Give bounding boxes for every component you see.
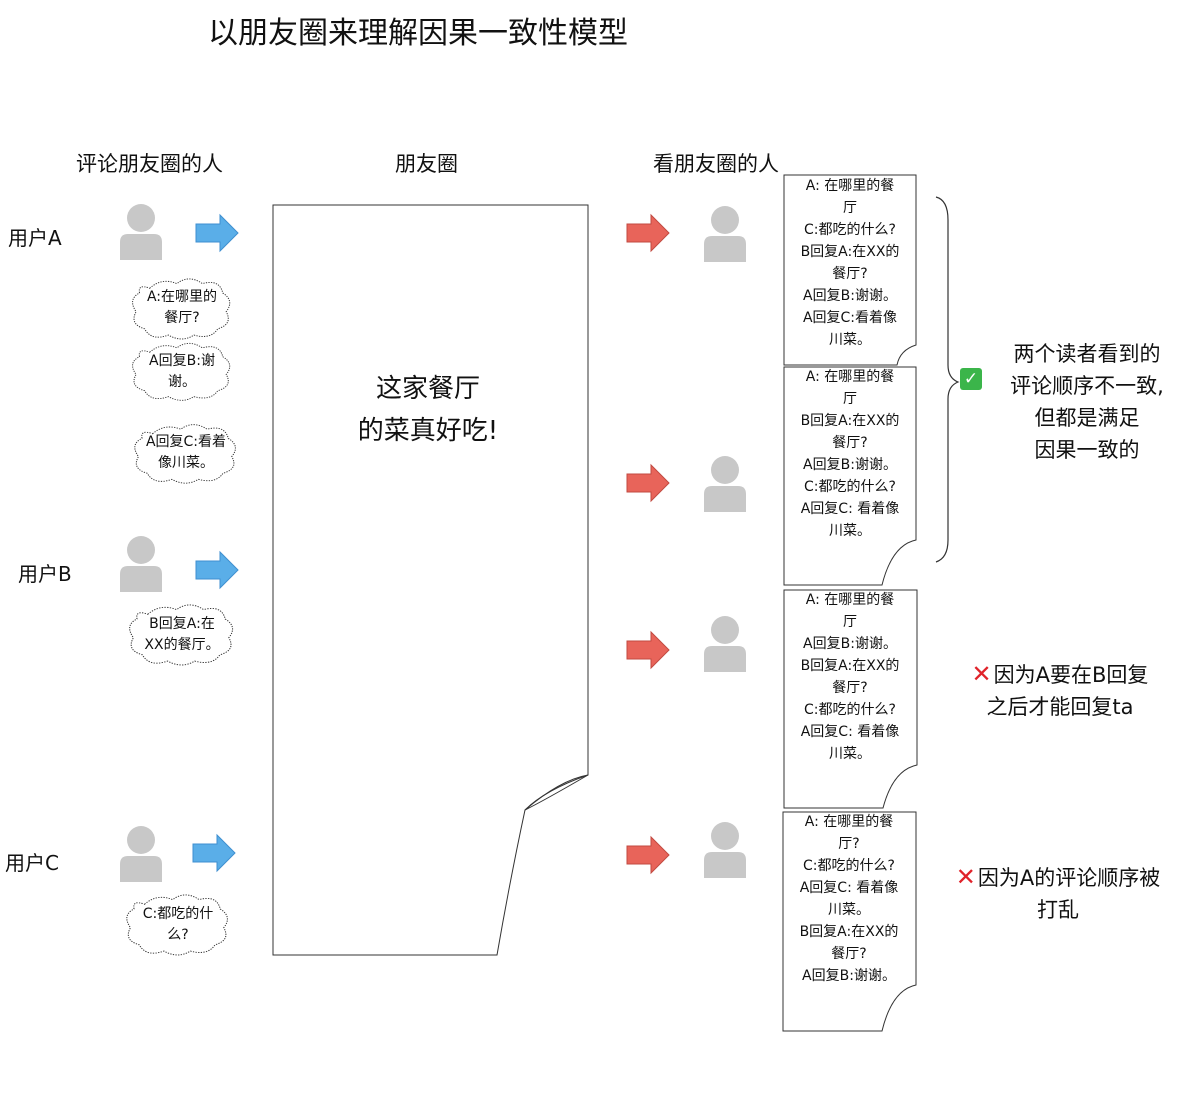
blue-arrow-icon-user-b (195, 551, 239, 589)
cross-mark-icon: ✕ (955, 863, 976, 891)
person-icon-viewer-3 (704, 616, 746, 672)
comment-a1: A:在哪里的餐厅? (146, 289, 218, 326)
column-header-viewers: 看朋友圈的人 (653, 152, 779, 176)
red-arrow-icon-1 (626, 214, 670, 252)
blue-arrow-icon-user-c (192, 834, 236, 872)
person-icon-user-b (120, 536, 162, 592)
red-arrow-icon-2 (626, 464, 670, 502)
moment-document-shape (272, 204, 589, 956)
viewer-doc-shape-4 (782, 811, 917, 1032)
person-icon-user-c (120, 826, 162, 882)
blue-arrow-icon-user-a (195, 214, 239, 252)
viewer-feed-4: A: 在哪里的餐厅?C:都吃的什么?A回复C: 看着像 川菜。B回复A:在XX的… (799, 814, 899, 984)
person-icon-user-a (120, 204, 162, 260)
viewer-doc-shape-3 (783, 589, 918, 809)
curly-brace (935, 196, 960, 563)
note-consistent: 两个读者看到的 评论顺序不一致, 但都是满足 因果一致的 (1010, 342, 1164, 462)
red-arrow-icon-3 (626, 631, 670, 669)
viewer-doc-shape-1 (783, 174, 917, 366)
person-icon-viewer-1 (704, 206, 746, 262)
viewer-doc-shape-2 (783, 366, 917, 586)
user-label-a: 用户A (8, 226, 62, 250)
cross-mark-icon: ✕ (971, 660, 992, 688)
check-mark-icon: ✓ (960, 368, 982, 390)
note-violation-1: ✕因为A要在B回复 之后才能回复ta (971, 660, 1149, 719)
column-header-commenters: 评论朋友圈的人 (76, 152, 223, 176)
red-arrow-icon-4 (626, 836, 670, 874)
diagram-title: 以朋友圈来理解因果一致性模型 (208, 16, 628, 51)
moment-post-text: 这家餐厅 的菜真好吃! (357, 374, 499, 446)
note-violation-2: ✕因为A的评论顺序被 打乱 (955, 863, 1161, 922)
user-label-b: 用户B (18, 562, 72, 586)
person-icon-viewer-2 (704, 456, 746, 512)
person-icon-viewer-4 (704, 822, 746, 878)
comment-a2: A回复B:谢谢。 (149, 353, 215, 390)
comment-c1: C:都吃的什么? (142, 906, 214, 943)
user-label-c: 用户C (5, 851, 59, 875)
comment-a3: A回复C:看着像川菜。 (145, 434, 227, 471)
column-header-moments: 朋友圈 (395, 152, 458, 176)
